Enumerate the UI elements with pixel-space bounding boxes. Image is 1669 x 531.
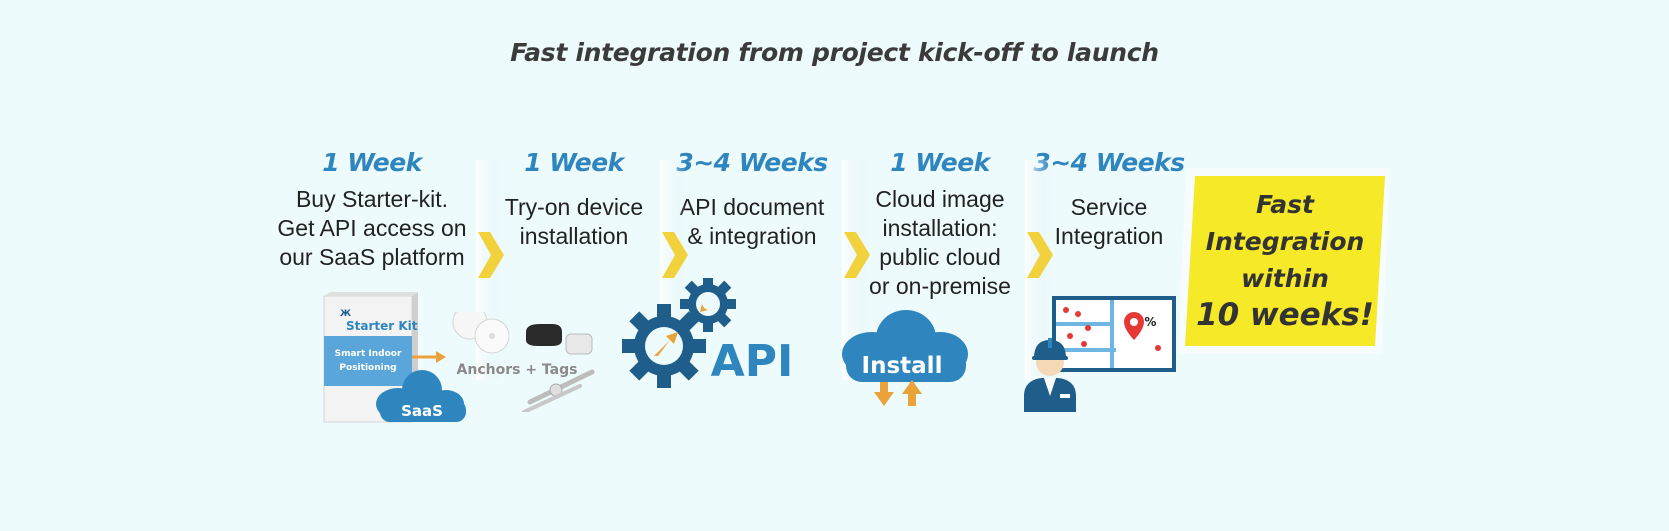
anchors-tags-illustration: Anchors + Tags [452,312,595,412]
cloud-icon [842,310,968,382]
final-highlight-box [1185,176,1385,346]
location-pin-icon [1124,312,1144,340]
svg-text:SaaS: SaaS [401,402,443,420]
gears-api-illustration: API [622,278,794,388]
final-highlight-text: Fast Integration within 10 weeks! [1196,190,1374,333]
upload-arrow-icon [902,380,922,406]
chevron-right-icon [844,232,870,278]
chevron-right-icon [1027,232,1053,278]
service-monitor-illustration: 45% [1024,296,1176,412]
svg-text:Starter Kit: Starter Kit [346,319,418,333]
engineer-icon [1024,338,1076,412]
chevron-right-icon [662,232,688,278]
svg-text:Anchors + Tags: Anchors + Tags [457,362,578,378]
step-3-duration: 3~4 Weeks [676,148,828,177]
gear-icon [680,278,736,332]
svg-text:Install: Install [862,353,943,379]
step-2: 1 Week Try-on device installation [484,148,664,251]
page-title: Fast integration from project kick-off t… [510,38,1159,67]
svg-text:API: API [711,336,794,387]
step-3-description: API document & integration [679,194,825,249]
step-1-description: Buy Starter-kit. Get API access on our S… [277,186,467,270]
saas-cloud-icon [376,370,466,422]
chevron-right-icon [478,232,504,278]
step-1: 1 Week Buy Starter-kit. Get API access o… [272,148,472,272]
download-arrow-icon [874,382,894,406]
step-2-duration: 1 Week [524,148,624,177]
step-4-duration: 1 Week [890,148,990,177]
svg-text:Smart Indoor: Smart Indoor [335,349,402,359]
step-2-description: Try-on device installation [504,194,644,249]
step-5: 3~4 Weeks Service Integration [1024,148,1194,251]
step-3: 3~4 Weeks API document & integration [662,148,842,251]
step-4: 1 Week Cloud image installation: public … [850,148,1030,301]
step-4-description: Cloud image installation: public cloud o… [869,186,1011,299]
step-5-description: Service Integration [1054,194,1164,249]
step-1-duration: 1 Week [322,148,422,177]
install-cloud-illustration: Install [842,310,968,406]
starter-kit-box-illustration: Ж Starter Kit Smart Indoor Positioning S… [323,292,466,423]
step-5-duration: 3~4 Weeks [1033,148,1185,177]
svg-text:Positioning: Positioning [339,363,396,373]
gear-icon [622,304,706,388]
svg-text:Ж: Ж [340,309,351,319]
